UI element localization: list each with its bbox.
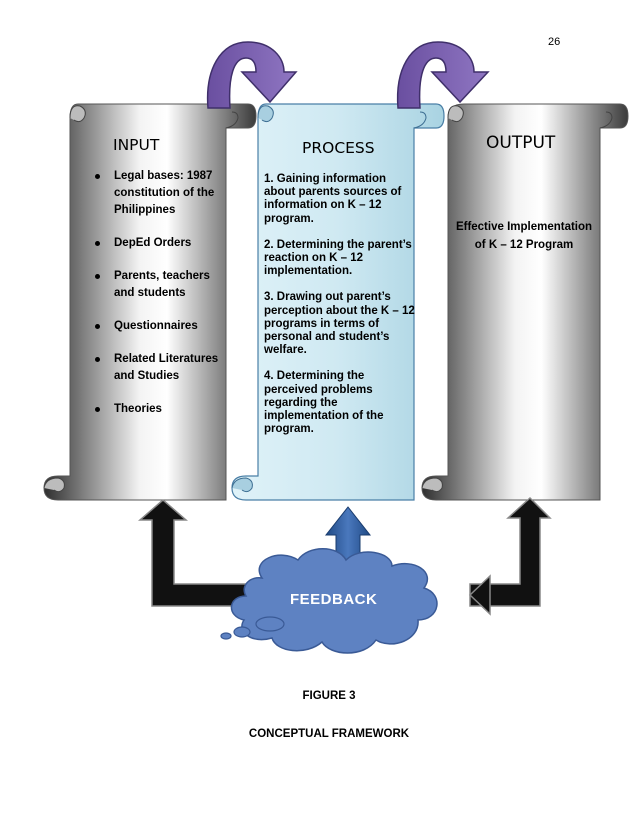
input-item: Theories (92, 401, 224, 418)
input-item: DepEd Orders (92, 235, 224, 252)
feedback-cloud (220, 548, 438, 654)
figure-caption: CONCEPTUAL FRAMEWORK (248, 728, 410, 740)
process-item: 3. Drawing out parent’s perception about… (264, 291, 415, 357)
feedback-label: FEEDBACK (290, 591, 378, 608)
output-title: OUTPUT (486, 133, 556, 153)
curved-arrow-process-to-output (396, 41, 490, 109)
output-scroll (421, 103, 629, 501)
process-item: 4. Determining the perceived problems re… (264, 370, 384, 436)
input-scroll (43, 103, 257, 501)
input-item: Related Literatures and Studies (92, 351, 224, 385)
input-item: Questionnaires (92, 318, 224, 335)
process-title: PROCESS (302, 139, 375, 157)
input-item: Parents, teachers and students (92, 268, 224, 302)
feedback-arrow-to-input (137, 499, 247, 607)
process-item: 1. Gaining information about parents sou… (264, 173, 402, 225)
output-text: Effective Implementation of K – 12 Progr… (455, 221, 593, 251)
curved-arrow-input-to-process (206, 41, 298, 109)
process-item: 2. Determining the parent’s reaction on … (264, 238, 412, 278)
process-scroll (231, 103, 445, 501)
input-item: Legal bases: 1987 constitution of the Ph… (92, 168, 224, 219)
input-title: INPUT (113, 136, 160, 154)
figure-number: FIGURE 3 (302, 690, 356, 702)
page-number: 26 (548, 36, 561, 48)
feedback-arrow-to-output (468, 496, 552, 616)
input-list: Legal bases: 1987 constitution of the Ph… (92, 168, 224, 434)
process-list: 1. Gaining information about parents sou… (264, 173, 418, 449)
